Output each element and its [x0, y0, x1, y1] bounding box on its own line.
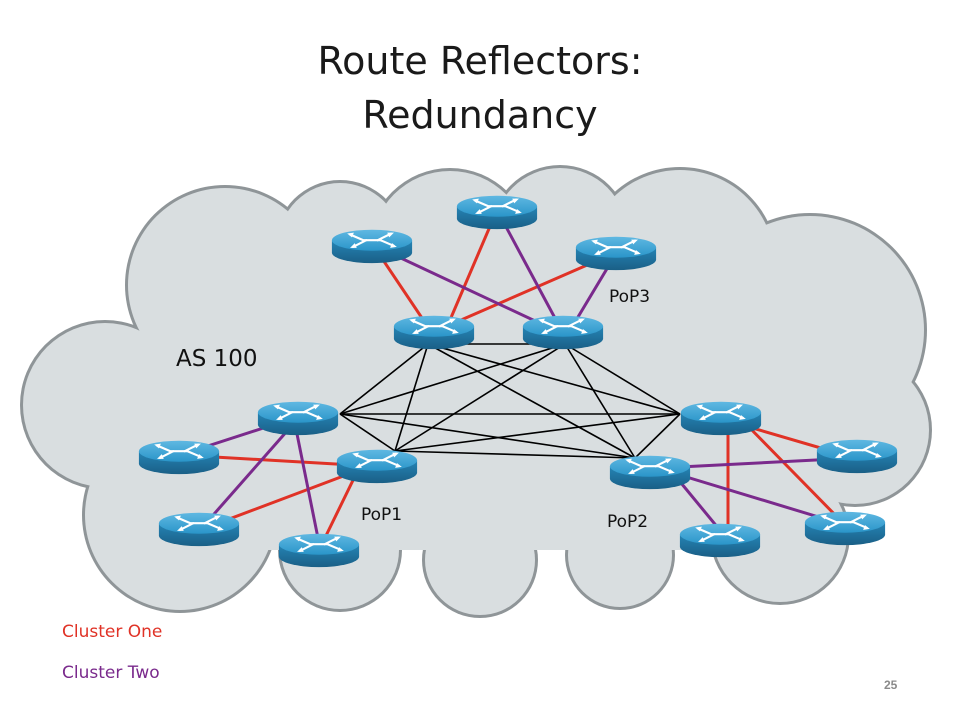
router-icon: [455, 194, 539, 231]
as-cloud: [20, 165, 932, 618]
slide-title: Route Reflectors: Redundancy: [0, 34, 960, 142]
legend-cluster-one: Cluster One: [62, 622, 163, 642]
mesh-link: [339, 413, 396, 452]
mesh-link: [427, 343, 636, 459]
mesh-link: [634, 413, 681, 459]
cluster-one-link: [740, 418, 847, 527]
page-number: 25: [884, 678, 898, 692]
router-icon: [392, 314, 476, 351]
router-icon: [277, 532, 361, 569]
pop1-label: PoP1: [361, 505, 402, 525]
router-icon: [679, 400, 763, 437]
router-icon: [608, 454, 692, 491]
mesh-link: [564, 343, 636, 459]
mesh-link: [339, 343, 429, 415]
router-icon: [815, 438, 899, 475]
cluster-two-link: [293, 423, 322, 549]
router-icon: [678, 522, 762, 559]
router-icon: [157, 511, 241, 548]
mesh-link: [427, 343, 681, 415]
title-line-2: Redundancy: [362, 93, 598, 137]
pop3-label: PoP3: [609, 287, 650, 307]
pop2-label: PoP2: [607, 512, 648, 532]
mesh-link: [394, 450, 636, 459]
mesh-link: [394, 343, 566, 452]
router-icon: [256, 400, 340, 437]
router-icon: [330, 228, 414, 265]
mesh-link: [394, 413, 681, 452]
mesh-link: [339, 413, 636, 459]
router-icon: [803, 510, 887, 547]
mesh-link: [339, 343, 566, 415]
legend-cluster-two: Cluster Two: [62, 663, 160, 683]
router-icon: [137, 439, 221, 476]
title-line-1: Route Reflectors:: [317, 39, 643, 83]
mesh-link: [394, 343, 429, 452]
mesh-link: [564, 343, 681, 415]
as-label: AS 100: [176, 346, 258, 372]
router-icon: [574, 235, 658, 272]
cluster-two-link: [198, 421, 297, 531]
router-icon: [335, 448, 419, 485]
router-icon: [521, 314, 605, 351]
